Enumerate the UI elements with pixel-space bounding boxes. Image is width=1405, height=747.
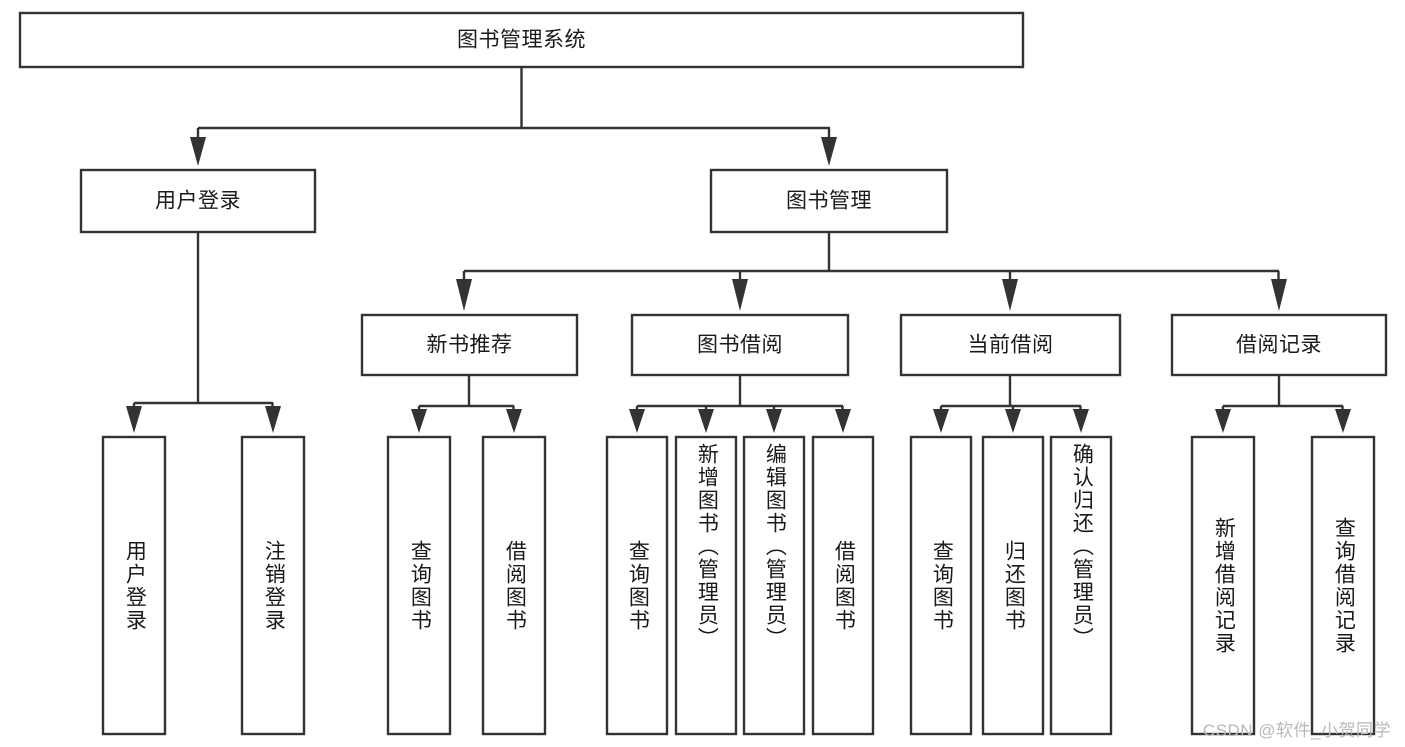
node-leaf-borrow-book-2-box[interactable] xyxy=(811,435,875,736)
node-borrow-record-box[interactable] xyxy=(1170,313,1388,377)
node-current-borrow-label: 当前借阅 xyxy=(968,334,1054,357)
node-leaf-confirm-return-box[interactable] xyxy=(1049,435,1113,736)
node-leaf-query-book-2-box[interactable] xyxy=(605,435,669,736)
node-user-login-box[interactable] xyxy=(79,168,317,234)
connector-group-root xyxy=(190,67,837,166)
node-leaf-user-logout-box[interactable] xyxy=(240,435,306,736)
node-leaf-user-login-box[interactable] xyxy=(101,435,167,736)
csdn-watermark: CSDN @软件_小贺同学 xyxy=(1202,721,1391,740)
node-book-borrow[interactable]: 图书借阅 xyxy=(630,313,850,377)
node-current-borrow-box[interactable] xyxy=(899,313,1122,377)
connector-group-borrow-record xyxy=(1215,375,1351,433)
arrow-head-leaf-add-borrow-record xyxy=(1215,409,1231,433)
arrow-head-current-borrow xyxy=(1002,279,1018,311)
arrow-head-user-login xyxy=(190,137,206,166)
node-leaf-edit-book-box[interactable] xyxy=(742,435,806,736)
arrow-head-book-manage xyxy=(821,137,837,166)
node-book-borrow-label: 图书借阅 xyxy=(697,334,783,357)
connector-group-book-manage xyxy=(456,232,1287,311)
arrow-head-leaf-query-book-2 xyxy=(629,409,645,433)
node-new-book-rec[interactable]: 新书推荐 xyxy=(360,313,579,377)
arrow-head-leaf-query-book-1 xyxy=(411,409,427,433)
arrow-head-leaf-confirm-return xyxy=(1073,409,1089,433)
arrow-head-leaf-borrow-book-2 xyxy=(835,409,851,433)
leaf-boxes-group xyxy=(101,435,1376,736)
node-book-manage[interactable]: 图书管理 xyxy=(709,168,949,234)
connector-group-user-login xyxy=(126,232,281,433)
arrow-head-leaf-user-login xyxy=(126,406,142,433)
node-leaf-borrow-book-1-box[interactable] xyxy=(481,435,547,736)
node-new-book-rec-box[interactable] xyxy=(360,313,579,377)
arrow-head-leaf-user-logout xyxy=(265,406,281,433)
node-book-borrow-box[interactable] xyxy=(630,313,850,377)
node-leaf-return-book-box[interactable] xyxy=(981,435,1045,736)
connector-group-current-borrow xyxy=(933,375,1089,433)
node-leaf-query-book-3-box[interactable] xyxy=(909,435,973,736)
arrow-head-book-borrow xyxy=(732,279,748,311)
arrow-head-new-book-rec xyxy=(456,279,472,311)
connector-group-new-book-rec xyxy=(411,375,522,433)
node-borrow-record-label: 借阅记录 xyxy=(1236,334,1322,357)
arrow-head-leaf-return-book xyxy=(1005,409,1021,433)
node-leaf-add-borrow-record-box[interactable] xyxy=(1190,435,1256,736)
node-root-label: 图书管理系统 xyxy=(457,29,586,52)
node-user-login[interactable]: 用户登录 xyxy=(79,168,317,234)
arrow-head-leaf-query-book-3 xyxy=(933,409,949,433)
node-root[interactable]: 图书管理系统 xyxy=(18,11,1025,69)
arrow-head-leaf-borrow-book-1 xyxy=(506,409,522,433)
arrow-head-borrow-record xyxy=(1271,279,1287,311)
node-user-login-label: 用户登录 xyxy=(155,190,241,213)
node-leaf-query-book-1-box[interactable] xyxy=(386,435,452,736)
node-current-borrow[interactable]: 当前借阅 xyxy=(899,313,1122,377)
node-root-box[interactable] xyxy=(18,11,1025,69)
arrow-head-leaf-add-book xyxy=(698,409,714,433)
node-leaf-add-book-box[interactable] xyxy=(674,435,738,736)
arrow-head-leaf-query-borrow-record xyxy=(1335,409,1351,433)
arrow-head-leaf-edit-book xyxy=(766,409,782,433)
node-new-book-rec-label: 新书推荐 xyxy=(427,334,513,357)
node-book-manage-label: 图书管理 xyxy=(786,190,872,213)
connector-group-book-borrow xyxy=(629,375,851,433)
node-borrow-record[interactable]: 借阅记录 xyxy=(1170,313,1388,377)
node-book-manage-box[interactable] xyxy=(709,168,949,234)
node-leaf-query-borrow-record-box[interactable] xyxy=(1310,435,1376,736)
